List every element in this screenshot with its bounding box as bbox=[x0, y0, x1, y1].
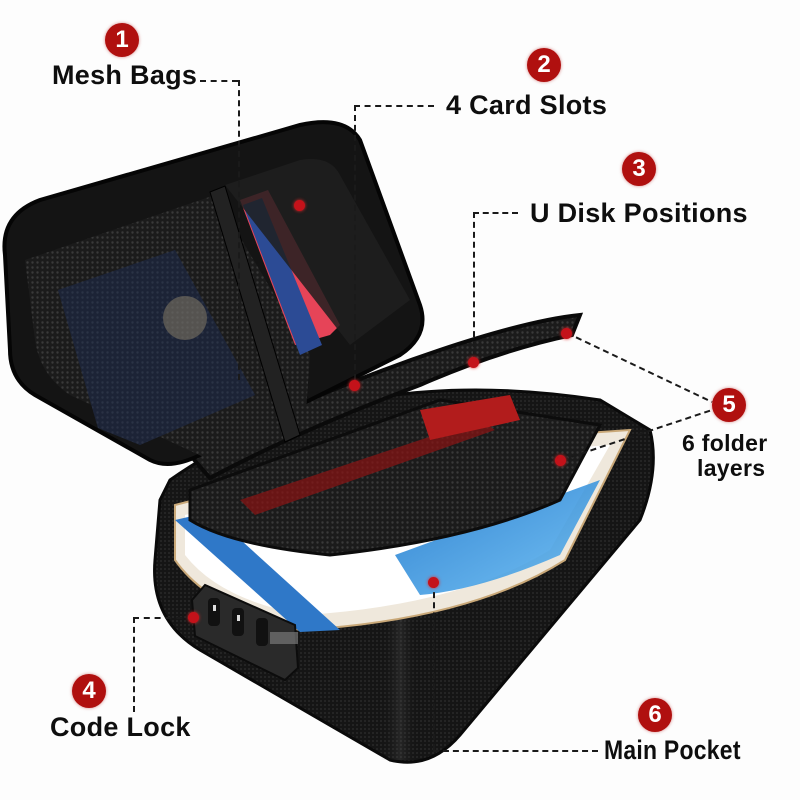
connector-3-horizontal bbox=[473, 212, 518, 214]
callout-badge-3: 3 bbox=[622, 152, 656, 186]
code-lock-icon bbox=[190, 583, 300, 682]
callout-badge-4: 4 bbox=[72, 674, 106, 708]
marker-dot-6 bbox=[428, 577, 439, 588]
marker-dot-5a bbox=[561, 328, 572, 339]
callout-label-folder-layers-line2: layers bbox=[697, 455, 766, 481]
connector-2-vertical bbox=[354, 105, 356, 380]
connector-4-horizontal bbox=[133, 617, 193, 619]
connector-2-horizontal bbox=[354, 105, 434, 107]
connector-4-vertical bbox=[133, 617, 135, 712]
callout-label-main-pocket: Main Pocket bbox=[604, 735, 741, 765]
callout-badge-5: 5 bbox=[712, 388, 746, 422]
callout-label-mesh-bags: Mesh Bags bbox=[52, 60, 198, 90]
callout-label-card-slots: 4 Card Slots bbox=[446, 90, 608, 120]
connector-6-horizontal bbox=[433, 750, 598, 752]
callout-label-folder-layers-line1: 6 folder bbox=[682, 430, 768, 456]
connector-3-vertical bbox=[473, 212, 475, 357]
connector-6-vertical bbox=[433, 582, 435, 750]
connector-1-horizontal bbox=[200, 80, 238, 82]
callout-badge-1: 1 bbox=[105, 23, 139, 57]
connector-1-vertical bbox=[238, 80, 240, 380]
callout-badge-6: 6 bbox=[638, 698, 672, 732]
callout-badge-2: 2 bbox=[527, 48, 561, 82]
inner-mesh-pocket bbox=[188, 395, 603, 557]
marker-dot-5b bbox=[555, 455, 566, 466]
callout-label-code-lock: Code Lock bbox=[50, 712, 191, 742]
marker-dot-2 bbox=[349, 380, 360, 391]
marker-dot-1 bbox=[294, 200, 305, 211]
marker-dot-3 bbox=[468, 357, 479, 368]
marker-dot-4 bbox=[188, 612, 199, 623]
callout-label-u-disk-positions: U Disk Positions bbox=[530, 198, 748, 228]
